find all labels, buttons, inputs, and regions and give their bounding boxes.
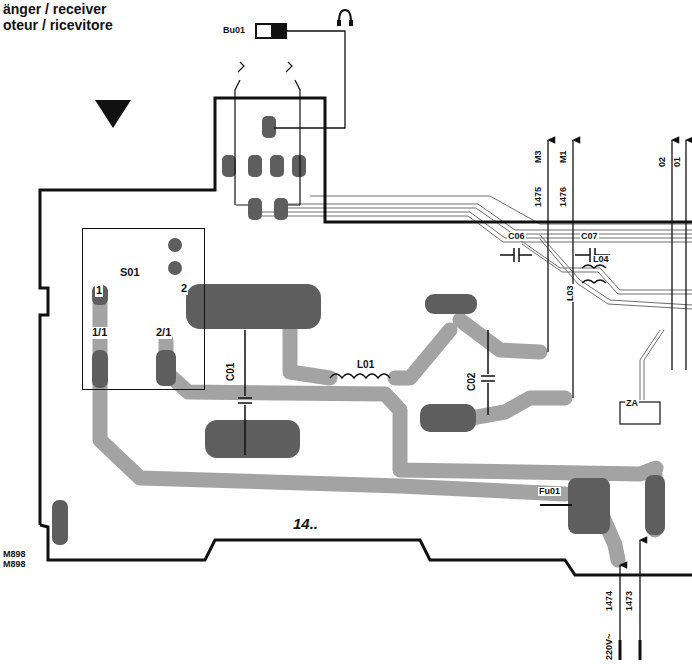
board-outline: [40, 525, 692, 575]
inductor-symbol: [330, 265, 606, 378]
part-label: 1475: [534, 186, 543, 208]
jack-symbol: [235, 10, 353, 205]
part-label: 1476: [559, 186, 568, 208]
part-label: 01: [673, 156, 682, 168]
pin-label: 2/1: [155, 327, 172, 339]
pin-label: 1: [95, 285, 103, 297]
wire-ends: [620, 640, 640, 660]
part-label: L03: [566, 284, 575, 302]
part-label: L01: [356, 360, 375, 371]
part-label: L04: [592, 255, 610, 264]
part-label: 1474: [605, 590, 614, 612]
pin-label: S01: [119, 267, 141, 279]
part-label: C07: [580, 232, 599, 241]
part-label: Bu01: [222, 26, 246, 35]
part-label: M898: [2, 550, 27, 559]
capacitor-symbol: [238, 248, 610, 455]
pin-label: 1/1: [91, 327, 108, 339]
wire-leads: [548, 140, 686, 660]
part-label: M898: [2, 560, 27, 569]
part-label: 1473: [625, 590, 634, 612]
board-outline: [40, 98, 692, 525]
part-label: oteur / ricevitore: [2, 18, 114, 33]
part-label: 220V~: [605, 633, 614, 661]
part-label: C02: [467, 372, 478, 392]
part-label: M1: [559, 149, 568, 164]
pin-label: 2: [180, 283, 188, 295]
copper-pads: [52, 116, 665, 545]
part-label: änger / receiver: [2, 2, 108, 17]
part-label: Fu01: [538, 487, 561, 496]
switch-box: S01 1 2 1/1 2/1: [82, 228, 205, 390]
part-label: 14..: [292, 516, 319, 532]
part-label: ZA: [625, 399, 639, 408]
part-label: C06: [507, 232, 526, 241]
fuse-lead: [540, 504, 572, 506]
part-label: C01: [226, 362, 237, 382]
part-label: M3: [534, 149, 543, 164]
orientation-marker: [95, 100, 131, 128]
part-label: 02: [658, 156, 667, 168]
